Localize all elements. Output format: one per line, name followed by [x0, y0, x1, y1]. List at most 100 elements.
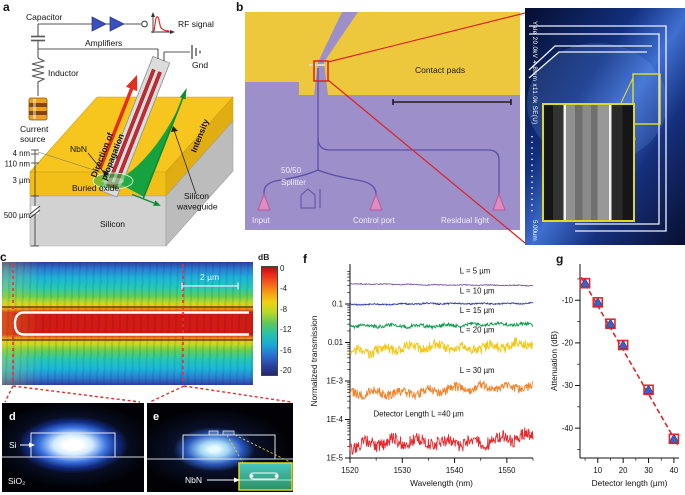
alignment-marker: [300, 188, 321, 209]
y-tick-label: -40: [562, 424, 574, 433]
series-line: [349, 379, 534, 401]
panel-letter-g: g: [556, 252, 564, 266]
contact-pad-right: [324, 12, 520, 95]
x-tick-label: 30: [644, 466, 653, 475]
panel-d-mode-profile: [2, 403, 144, 492]
colorbar-tick: -20: [280, 366, 292, 375]
buried-oxide-label: Buried oxide: [72, 183, 120, 193]
intensity-axis-arrow: [179, 88, 187, 100]
colorbar-tick: -4: [280, 284, 288, 293]
waveguide-pointer: [173, 129, 197, 195]
input-label: Input: [252, 216, 271, 225]
sem-zoom-connector: [620, 77, 634, 104]
current-source-label: Current: [20, 124, 49, 134]
axes: [349, 264, 533, 459]
series-line: [349, 336, 534, 359]
data-point-square: [592, 297, 604, 308]
si-waveguide-outline: [182, 434, 276, 460]
y-axis-label: Normalized transmission: [309, 315, 319, 406]
panel-letter-e: e: [153, 411, 159, 423]
amplifier-icons: [91, 16, 125, 32]
series-line: [349, 282, 534, 287]
colorbar-tick: -8: [280, 305, 288, 314]
panel-e-overlay: NbN e: [147, 411, 293, 491]
amplifiers-label: Amplifiers: [85, 38, 122, 48]
series-line: [349, 427, 534, 455]
sem-waveguide-lines: [528, 25, 667, 232]
svg-text:Yale 20.0kV 4.8mm x11.0k SE(U): Yale 20.0kV 4.8mm x11.0k SE(U): [531, 21, 538, 125]
dim-500um: 500 µm: [4, 211, 30, 220]
control-port-label: Control port: [353, 216, 396, 225]
si-arrow: [29, 442, 35, 448]
x-tick-label: 1520: [341, 466, 359, 475]
si-mode-label: Si: [9, 440, 17, 450]
y-tick-label: 1E-5: [327, 454, 344, 463]
x-tick-label: 20: [619, 466, 628, 475]
colorbar-tick: -12: [280, 325, 292, 334]
nbn-arrow: [234, 477, 240, 483]
silicon-waveguide-label: Silicon: [184, 191, 209, 201]
y-tick-label: 0.01: [328, 338, 343, 347]
scale-bar-c-label: 2 µm: [200, 272, 219, 282]
data-point-triangle: [668, 433, 680, 444]
bias-circuit-wires: [31, 23, 190, 96]
panel-letter-c: c: [0, 250, 7, 264]
data-point-triangle: [617, 339, 629, 350]
silicon-label: Silicon: [100, 219, 125, 229]
nbn-inset: [238, 462, 293, 491]
x-tick-label: 1550: [498, 466, 516, 475]
panel-letter-b: b: [236, 0, 244, 14]
colorbar-tick: 0: [280, 264, 285, 273]
series-label: L = 15 µm: [460, 306, 495, 315]
ground-icon: [191, 45, 201, 59]
data-point-square: [668, 433, 680, 445]
sem-info-bar: Yale 20.0kV 4.8mm x11.0k SE(U): [531, 21, 538, 125]
x-tick-label: 40: [670, 466, 679, 475]
current-source-icon: [28, 97, 48, 121]
nbn-label: NbN: [70, 144, 87, 154]
rf-signal-label: RF signal: [178, 19, 214, 29]
contact-pad-left: [245, 12, 342, 95]
svg-text:5.00um: 5.00um: [531, 220, 538, 241]
inset-connector: [226, 434, 244, 464]
x-axis-label: Wavelength (nm): [410, 478, 473, 488]
nanowire-bump: [208, 430, 219, 436]
nbn-mode-label: NbN: [185, 475, 202, 485]
panel-c-overlay: 2 µm: [2, 264, 253, 383]
splitter-ratio-label: 50/50: [281, 166, 302, 175]
inductor-label: Inductor: [48, 68, 79, 78]
mode-glow: [92, 172, 134, 190]
series-line: [349, 320, 534, 331]
nanowire-outline: [13, 311, 249, 336]
panel-letter-d: d: [9, 411, 16, 423]
series-label: Detector Length L =40 µm: [374, 409, 464, 418]
panel-c-field-map: [2, 262, 253, 385]
panel-letter-a: a: [3, 0, 10, 14]
panel-d-overlay: Si SiO₂ d: [2, 411, 144, 486]
colorbar-title: dB: [258, 252, 270, 262]
panel-b-micrograph: Contact pads 50/50 Splitter Input Contro…: [245, 12, 520, 230]
output-terminal-icon: [141, 20, 148, 28]
panel-a-device-schematic: Capacitor Amplifiers RF signal Gnd Induc…: [4, 12, 234, 247]
gnd-label: Gnd: [192, 60, 208, 70]
splitter-label: Splitter: [281, 178, 306, 187]
data-point-square: [643, 384, 654, 396]
colorbar: [261, 266, 278, 376]
data-point-square: [605, 318, 616, 329]
svg-text:waveguide: waveguide: [176, 202, 218, 212]
y-tick-label: 1E-4: [327, 415, 344, 424]
propagation-arrow: [98, 85, 135, 170]
sem-scale-text: 5.00um: [531, 220, 538, 241]
x-axis-label: Detector length (µm): [592, 478, 668, 488]
residual-light-label: Residual light: [441, 216, 490, 225]
sio2-label: SiO₂: [8, 476, 25, 486]
series-label: L = 5 µm: [460, 266, 490, 275]
x-tick-label: 1530: [394, 466, 412, 475]
y-tick-label: 1E-3: [327, 377, 343, 386]
y-tick-label: 0.1: [332, 300, 343, 309]
si-waveguide-outline: [30, 432, 116, 458]
inset-connector: [234, 434, 293, 464]
